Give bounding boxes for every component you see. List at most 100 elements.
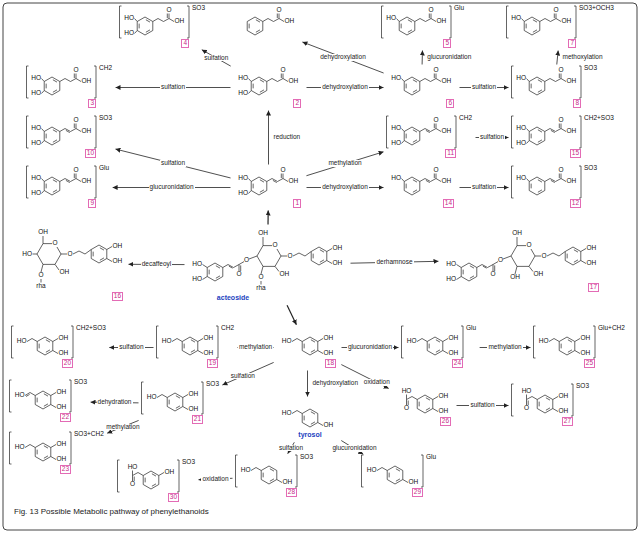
compound-number: 27 [562, 417, 573, 426]
substituent-label: CH2 [99, 65, 112, 72]
compound-node: HOOHOHSO322 [8, 380, 89, 423]
atom-label: HO [386, 15, 396, 22]
atom-label: OH [82, 178, 92, 185]
atom-label: OH [442, 78, 452, 85]
reaction-arrow [267, 211, 268, 225]
bond-lines [362, 455, 424, 487]
reaction-arrow [287, 305, 296, 324]
atom-label: HO [391, 140, 401, 147]
compound-number: 12 [570, 199, 581, 208]
atom-label: HO [162, 338, 172, 345]
reaction-label: glucuronidation [149, 184, 195, 191]
atom-label: HO [446, 276, 456, 283]
atom-label: OH [289, 78, 299, 85]
structure-drawing [10, 326, 108, 369]
atom-label: O [433, 67, 438, 74]
reaction-label: oxidation [363, 379, 391, 386]
atom-label: HO [22, 251, 32, 258]
atom-label: HO [282, 410, 292, 417]
compound-number: 29 [412, 488, 423, 497]
compound-number: 10 [85, 149, 96, 158]
compound-node: HOOOH14 [385, 166, 458, 209]
compound-number: 18 [325, 359, 336, 368]
structure-drawing [380, 6, 466, 49]
atom-label: OH [324, 422, 334, 429]
structure-drawing [25, 166, 111, 209]
bond-lines [534, 326, 596, 358]
atom-label: HO [15, 392, 25, 399]
compound-number: 9 [88, 199, 96, 208]
atom-label: O [276, 7, 281, 14]
substituent-label: CH2+SO3 [76, 325, 106, 332]
atom-label: OH [59, 335, 69, 342]
atom-label: OH [113, 258, 123, 265]
atom-label: OH [567, 178, 577, 185]
atom-label: HO [124, 15, 134, 22]
compound-number: 15 [570, 149, 581, 158]
reaction-label: methylation [105, 424, 140, 431]
atom-label: OH [165, 469, 175, 476]
atom-label: OH [258, 230, 268, 237]
compound-node: HOHOOOH2 [232, 66, 305, 109]
reaction-label: glucuronidation [347, 344, 393, 351]
compound-node: HOOHOHSO321 [140, 382, 221, 425]
atom-label: OH [113, 243, 123, 250]
atom-label: OH [59, 350, 69, 357]
substituent-label: SO3 [584, 65, 597, 72]
atom-label: O [558, 167, 563, 174]
atom-label: O [280, 167, 285, 174]
atom-label: O [558, 117, 563, 124]
atom-label: OH [562, 18, 572, 25]
bond-lines [292, 409, 323, 427]
compound-number: 1 [293, 199, 301, 208]
atom-label: OH [175, 18, 185, 25]
substituent-label: Glu [466, 325, 476, 332]
structure-drawing [186, 226, 349, 304]
substituent-label: SO3 [576, 383, 589, 390]
reaction-label: methylation [327, 160, 362, 167]
atom-label: O [553, 7, 558, 14]
atom-label: HO [367, 467, 377, 474]
substituent-label: SO3 [300, 454, 313, 461]
compound-node: HOHOOOHGlu9 [25, 166, 111, 209]
compound-node: HOHOOOHCH2+SO315 [510, 116, 616, 159]
atom-label: OH [280, 271, 290, 278]
atom-label: OH [439, 408, 449, 415]
bond-lines [512, 384, 574, 416]
atom-label: OH [324, 335, 334, 342]
bond-lines [27, 116, 97, 148]
atom-label: OH [512, 230, 522, 237]
bond-lines [10, 380, 72, 412]
atom-label: HO [31, 125, 41, 132]
compound-number: 24 [452, 359, 463, 368]
reaction-label: sulfation [160, 84, 186, 91]
structure-drawing [25, 116, 114, 159]
atom-label: HO [511, 15, 521, 22]
atom-label: O [524, 405, 529, 412]
reaction-arrow [302, 42, 383, 73]
atom-label: OH [449, 350, 459, 357]
atom-label: HO [391, 125, 401, 132]
atom-label: OH [82, 128, 92, 135]
compound-number: 8 [573, 99, 581, 108]
reaction-label: dehydroxylation [312, 380, 360, 387]
compound-number: 11 [445, 149, 456, 158]
atom-label: OH [289, 178, 299, 185]
reaction-label: glucuronidation [331, 445, 377, 452]
substituent-label: CH2 [221, 325, 234, 332]
atom-label: HO [128, 464, 138, 471]
atom-label: O [130, 481, 135, 488]
atom-label: OH [324, 350, 334, 357]
structure-drawing [155, 326, 236, 369]
atom-label: HO [238, 190, 248, 197]
reaction-label: dehydroxylation [321, 184, 369, 191]
atom-label: HO [124, 30, 134, 37]
reaction-label: sulfation [118, 344, 144, 351]
atom-label: O [558, 67, 563, 74]
compound-node: OHHOHOOOOOOHOHOHOH17 [440, 226, 603, 293]
atom-label: OH [57, 456, 67, 463]
bond-lines [512, 116, 582, 148]
compound-name: acteoside [217, 294, 249, 301]
reaction-arrow [557, 50, 558, 64]
